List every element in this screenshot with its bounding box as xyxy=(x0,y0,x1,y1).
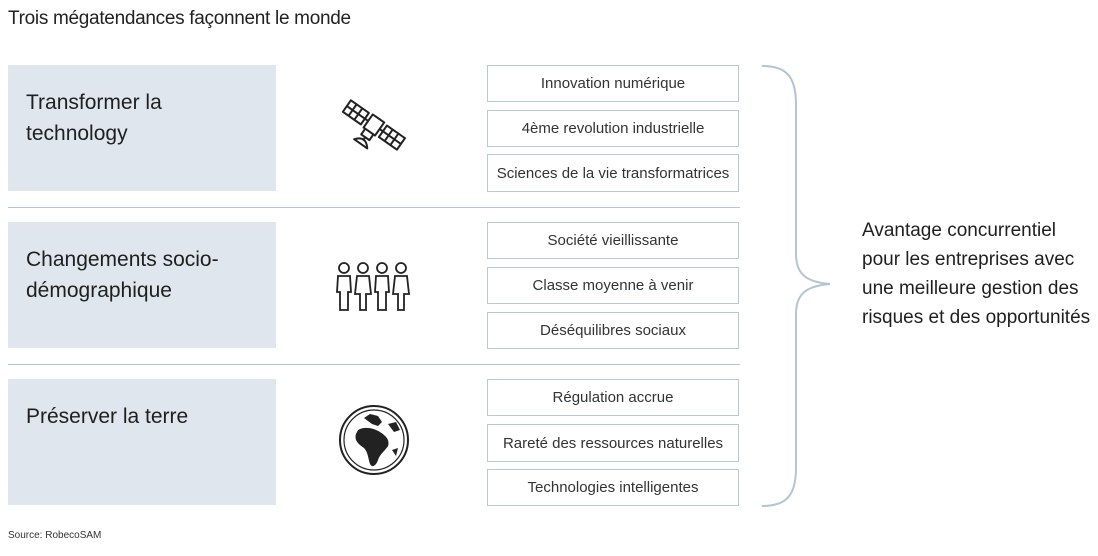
item-box: 4ème revolution industrielle xyxy=(487,110,739,147)
section-divider xyxy=(8,364,740,365)
item-box: Société vieillissante xyxy=(487,222,739,259)
source-note: Source: RobecoSAM xyxy=(8,530,102,541)
section-divider xyxy=(8,207,740,208)
satellite-icon xyxy=(333,88,413,168)
item-box: Régulation accrue xyxy=(487,379,739,416)
item-box: Sciences de la vie transformatrices xyxy=(487,154,739,192)
item-box: Technologies intelligentes xyxy=(487,469,739,506)
curly-brace xyxy=(760,64,840,515)
conclusion-text: Avantage concurrentiel pour les entrepri… xyxy=(862,220,1091,328)
people-icon xyxy=(333,246,413,326)
globe-icon xyxy=(334,400,414,480)
item-box: Déséquilibres sociaux xyxy=(487,312,739,349)
item-box: Innovation numérique xyxy=(487,65,739,102)
trend-panel-technology: Transformer la technology xyxy=(8,65,276,191)
item-box: Rareté des ressources naturelles xyxy=(487,424,739,462)
trend-panel-earth: Préserver la terre xyxy=(8,379,276,505)
trend-label: Transformer la technology xyxy=(26,91,162,145)
trend-label: Préserver la terre xyxy=(26,405,189,428)
trend-panel-socio-demographic: Changements socio-démographique xyxy=(8,222,276,348)
trend-label: Changements socio-démographique xyxy=(26,248,219,302)
page-title: Trois mégatendances façonnent le monde xyxy=(8,8,351,29)
item-box: Classe moyenne à venir xyxy=(487,267,739,304)
